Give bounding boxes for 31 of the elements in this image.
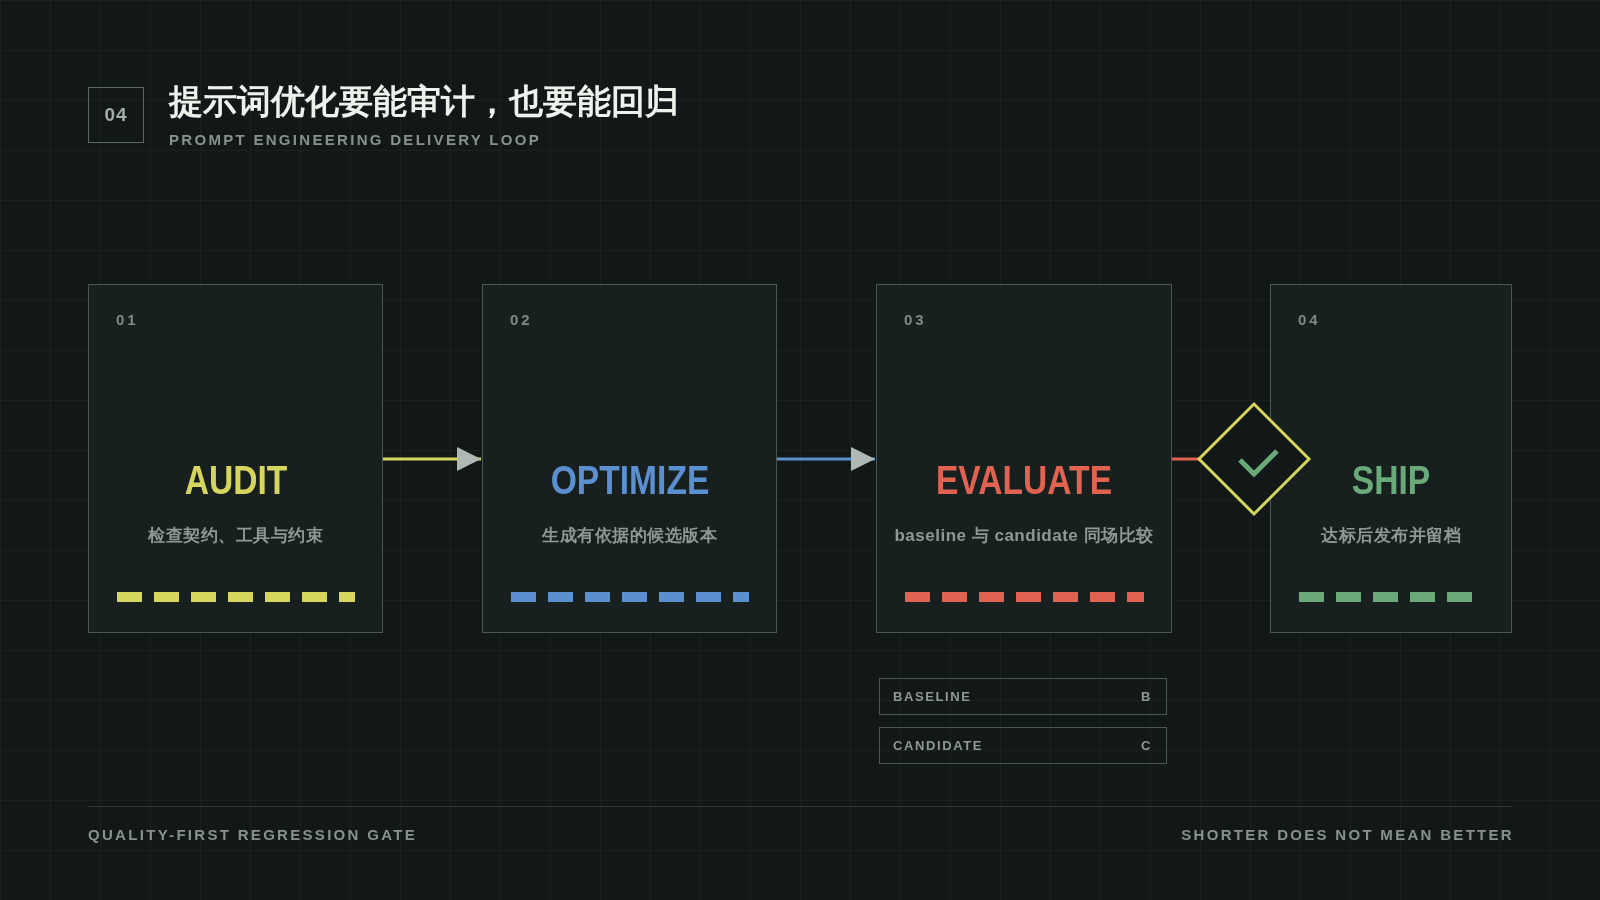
step-title: SHIP [1351,460,1431,500]
title: 提示词优化要能审计，也要能回归 [169,82,679,120]
tag-letter: B [1141,690,1152,703]
step-card [876,284,1172,633]
tag-box [879,678,1167,715]
step-card [88,284,383,633]
step-description: baseline 与 candidate 同场比较 [894,527,1154,545]
step-description: 生成有依据的候选版本 [542,527,717,545]
step-title: OPTIMIZE [550,460,709,500]
step-title: EVALUATE [935,460,1113,500]
step-description: 达标后发布并留档 [1321,527,1461,545]
step-number: 02 [510,312,533,327]
number-badge: 04 [88,87,144,143]
step-number: 04 [1298,312,1321,327]
subtitle: PROMPT ENGINEERING DELIVERY LOOP [169,132,541,147]
step-description: 检查契约、工具与约束 [148,527,323,545]
step-title: AUDIT [184,460,287,500]
tag-letter: C [1141,739,1152,752]
step-card [482,284,777,633]
tag-box [879,727,1167,764]
step-card [1270,284,1512,633]
step-number: 03 [904,312,927,327]
arrow [383,447,481,471]
step-number: 01 [116,312,139,327]
arrow [777,447,875,471]
tag-label: BASELINE [893,690,972,703]
tag-label: CANDIDATE [893,739,983,752]
gate-diamond [1197,402,1311,516]
footer-note: SHORTER DOES NOT MEAN BETTER [1181,827,1514,842]
connector-line [1172,457,1199,461]
footer-note: QUALITY-FIRST REGRESSION GATE [88,827,417,842]
